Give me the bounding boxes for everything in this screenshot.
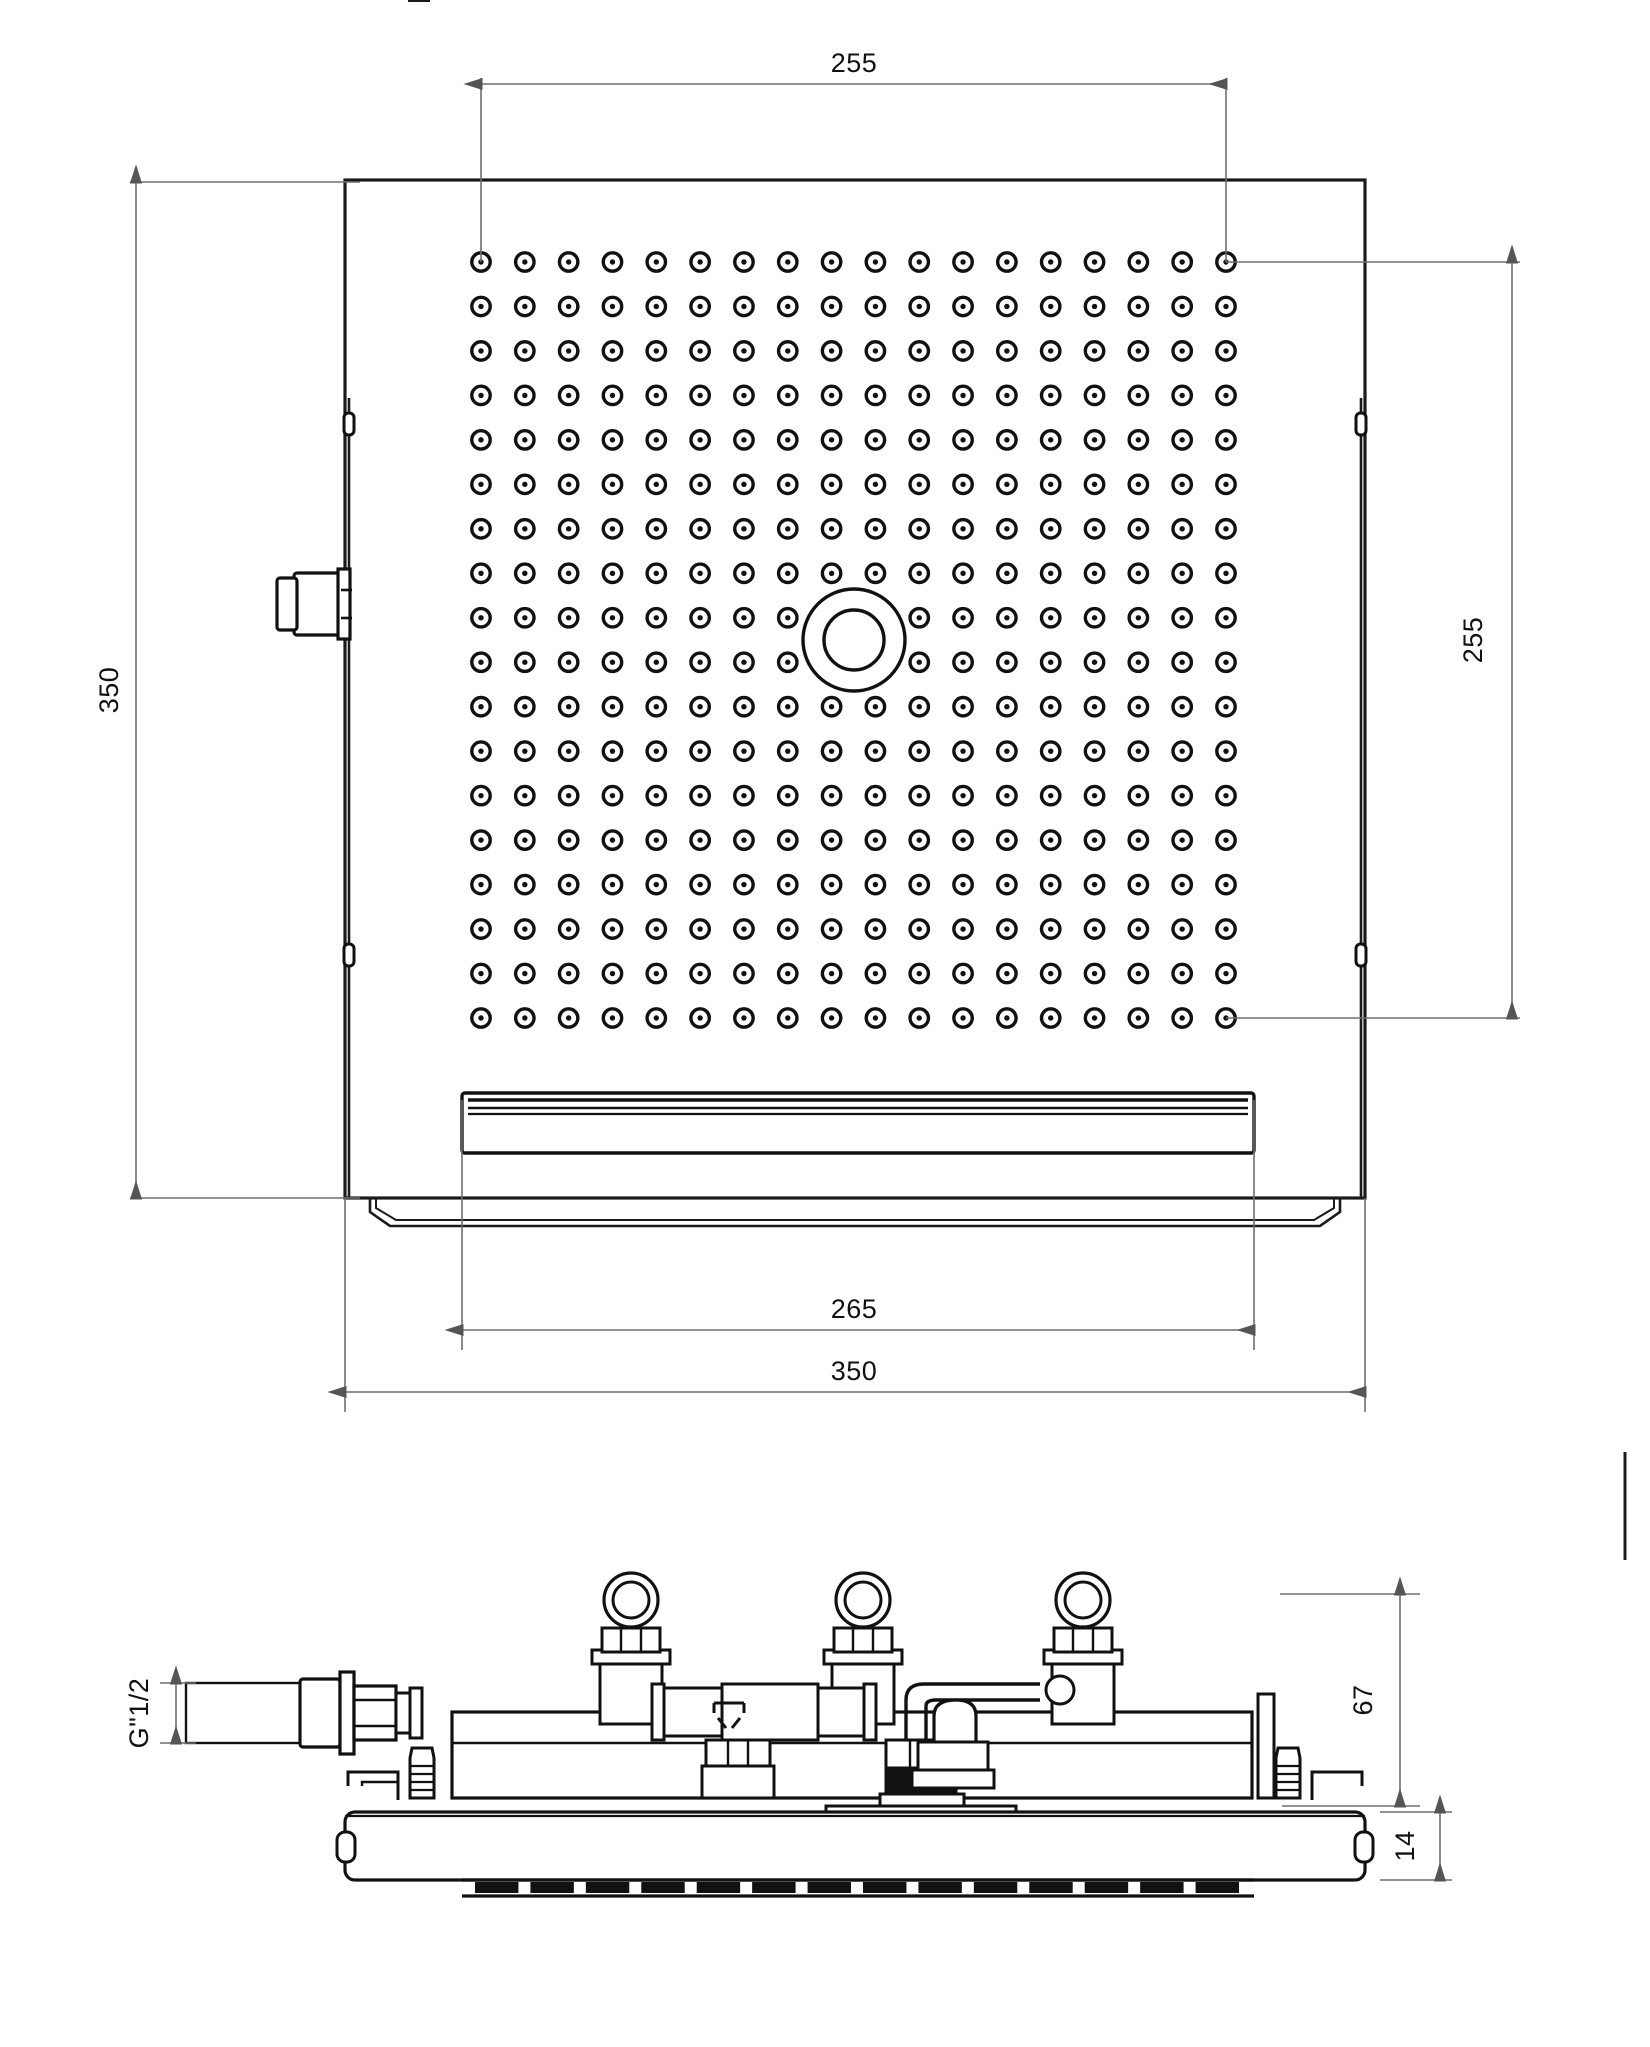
dim-label-top-255: 255 [831,48,878,78]
dim-label-left-350: 350 [94,667,124,714]
top-view-dimensions: 255 350 255 265 350 [94,48,1520,1412]
cap-fitting [910,1698,996,1790]
side-nozzle-segment [752,1882,796,1893]
waterfall-blade [460,1091,1256,1155]
edge-lug-left-bottom [342,942,356,968]
side-view-dimensions: G"1/2 67 14 [124,1576,1452,1882]
side-nozzle-segment [863,1882,907,1893]
side-nozzle-segment [530,1882,574,1893]
side-nozzle-segment [807,1882,851,1893]
dim-label-14: 14 [1390,1830,1420,1861]
mounting-skirt [368,1198,1342,1228]
side-nozzle-segment [475,1882,519,1893]
dim-label-right-255: 255 [1458,617,1488,664]
edge-lug-left-top [342,411,356,437]
side-nozzle-segment [1084,1882,1129,1893]
side-lower-plate [335,1810,1375,1882]
top-view-group [275,178,1368,1228]
dim-label-thread: G"1/2 [124,1678,154,1749]
center-outlet [801,587,907,693]
edge-lug-right-top [1354,411,1368,437]
manifold-tee [650,1682,878,1800]
side-view-group [184,1571,1375,1898]
side-nozzle-segment [1195,1882,1239,1893]
side-nozzle-segment [1029,1882,1073,1893]
side-nozzle-segment [918,1882,962,1893]
inlet-pipe-side [184,1670,424,1756]
side-nozzle-segment [641,1882,685,1893]
side-nozzle-segment [973,1882,1018,1893]
side-nozzle-segment [585,1882,630,1893]
dim-label-bottom-350: 350 [831,1356,878,1386]
side-bracket-right [1274,1746,1364,1800]
side-nozzle-segment [696,1882,741,1893]
side-post-right [1256,1692,1276,1800]
side-nozzle-strip [475,1882,1239,1893]
edge-lug-right-bottom [1354,942,1368,968]
dim-label-67: 67 [1348,1684,1378,1715]
side-nozzle-segment [1140,1882,1184,1893]
side-bracket-left [346,1746,436,1800]
dim-label-bottom-265: 265 [831,1294,878,1324]
inlet-fitting-plan [275,567,352,641]
